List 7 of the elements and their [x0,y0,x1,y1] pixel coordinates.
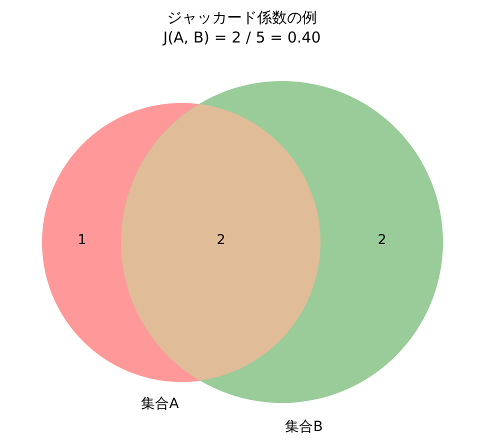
region-count: 1 [78,233,86,249]
set-label: 集合A [141,396,179,412]
set-label: 集合B [285,418,323,436]
region-count: 2 [216,233,226,249]
chart-title: ジャッカード係数の例 [167,9,317,27]
region-count: 2 [378,233,386,249]
formula-text: J(A, B) = 2 / 5 = 0.40 [163,28,321,46]
